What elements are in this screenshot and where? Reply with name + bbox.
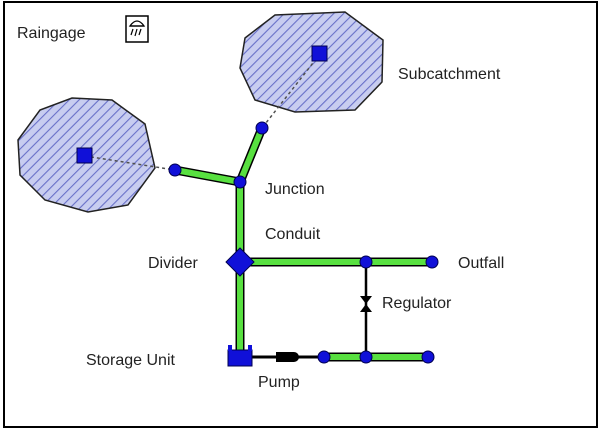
storage-unit-square [227, 345, 253, 367]
raingage-label: Raingage [17, 25, 86, 42]
storage-unit-label: Storage Unit [86, 352, 175, 369]
conduit-label: Conduit [265, 226, 321, 243]
subcatchment-label: Subcatchment [398, 66, 501, 83]
pump-outlet-node [317, 350, 331, 364]
subcatchment-centroid-left [76, 147, 93, 164]
regulator-icon [360, 262, 372, 357]
junction-node [233, 175, 247, 189]
outfall-label: Outfall [458, 255, 504, 272]
pump-icon [252, 352, 324, 362]
junction-node-left [168, 163, 182, 177]
pump-label: Pump [258, 374, 300, 391]
lower-outfall-node [421, 350, 435, 364]
regulator-label: Regulator [382, 295, 452, 312]
junction-node-upper [255, 121, 269, 135]
conduit-network [174, 126, 432, 362]
raingage-icon [125, 15, 149, 43]
subcatchment-centroid-upper [311, 45, 328, 62]
outlet-link-upper [261, 53, 321, 129]
outfall-node [425, 255, 439, 269]
regulator-upper-node [359, 255, 373, 269]
junction-label: Junction [265, 181, 325, 198]
subcatchment-polygon-upper [239, 11, 384, 113]
divider-label: Divider [148, 255, 198, 272]
divider-diamond [225, 247, 255, 277]
regulator-lower-node [359, 350, 373, 364]
